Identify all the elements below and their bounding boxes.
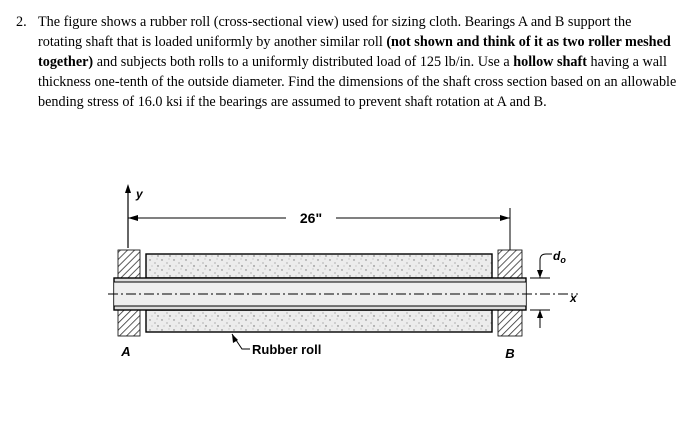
bearing-a-label: A — [120, 344, 130, 359]
rubber-roll-top — [145, 253, 493, 279]
problem-statement: 2. The figure shows a rubber roll (cross… — [16, 12, 678, 112]
bearing-b-label: B — [505, 346, 514, 361]
rubber-roll-bottom — [145, 309, 493, 333]
dimension-line — [128, 208, 511, 250]
problem-text-1: The figure shows a rubber roll (cross-se… — [38, 14, 632, 51]
bearing-a-top — [117, 249, 141, 279]
diameter-callout — [530, 253, 552, 328]
bearing-a-bottom — [117, 309, 141, 337]
diameter-symbol: d — [553, 249, 561, 263]
problem-number: 2. — [16, 14, 27, 30]
y-axis — [125, 184, 131, 248]
rubber-roll-leader — [231, 333, 250, 350]
bearing-b-bottom — [497, 309, 523, 337]
diameter-subscript: o — [560, 255, 566, 265]
y-axis-label: y — [135, 187, 144, 201]
shaft-figure: y 26" x do A B — [108, 184, 578, 361]
problem-text-bold-1: (not shown and think of it as two roller… — [38, 34, 671, 71]
problem-text-3: having a wall thickness one-tenth of the… — [38, 54, 677, 111]
bearing-b-top — [497, 249, 523, 279]
problem-text-bold-2: hollow shaft — [513, 54, 587, 71]
dimension-label: 26" — [300, 210, 322, 226]
problem-text-2: and subjects both rolls to a uniformly d… — [93, 54, 514, 71]
rubber-roll-label: Rubber roll — [252, 342, 321, 357]
diameter-label: do — [553, 249, 566, 265]
x-axis-label: x — [569, 291, 578, 305]
